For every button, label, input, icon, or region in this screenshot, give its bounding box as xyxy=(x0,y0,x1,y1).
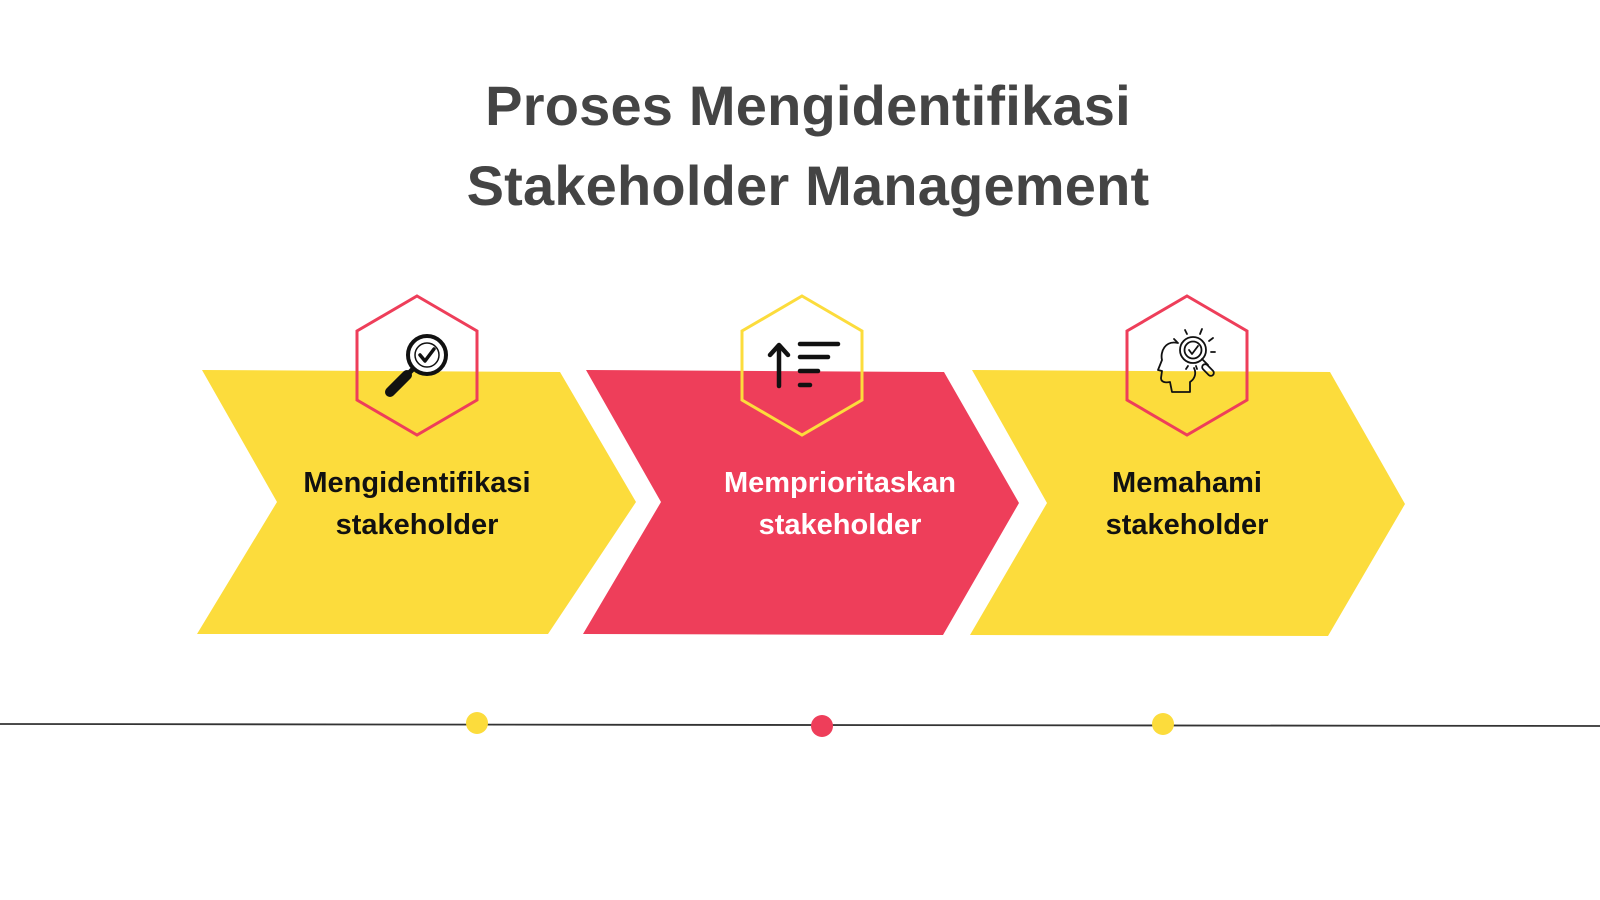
title-line-2: Stakeholder Management xyxy=(466,154,1150,217)
step-2-chevron xyxy=(583,370,1019,635)
step-1-label: Mengidentifikasi stakeholder xyxy=(267,462,567,546)
sort-ascending-icon xyxy=(767,341,841,389)
step-1-hexagon xyxy=(355,294,479,437)
timeline-dot-2 xyxy=(811,715,833,737)
timeline-dot-1 xyxy=(466,712,488,734)
magnifier-check-icon xyxy=(385,334,448,397)
head-magnifier-icon xyxy=(1157,328,1216,393)
title-line-1: Proses Mengidentifikasi xyxy=(485,74,1131,137)
step-1-label-line-2: stakeholder xyxy=(335,509,499,541)
step-3-hexagon xyxy=(1125,294,1249,437)
step-1-chevron xyxy=(197,370,636,634)
step-3-chevron xyxy=(970,370,1405,636)
step-1-label-line-1: Mengidentifikasi xyxy=(303,467,531,499)
timeline-line xyxy=(0,723,1600,727)
step-3-label-line-1: Memahami xyxy=(1112,467,1262,499)
page-title: Proses Mengidentifikasi Stakeholder Mana… xyxy=(0,66,1600,226)
step-2-hexagon xyxy=(740,294,864,437)
timeline-dot-3 xyxy=(1152,713,1174,735)
step-3-label: Memahami stakeholder xyxy=(1037,462,1337,546)
step-2-label-line-1: Memprioritaskan xyxy=(723,467,957,499)
step-2-label: Memprioritaskan stakeholder xyxy=(690,462,990,546)
step-2-label-line-2: stakeholder xyxy=(758,509,922,541)
step-3-label-line-2: stakeholder xyxy=(1105,509,1269,541)
